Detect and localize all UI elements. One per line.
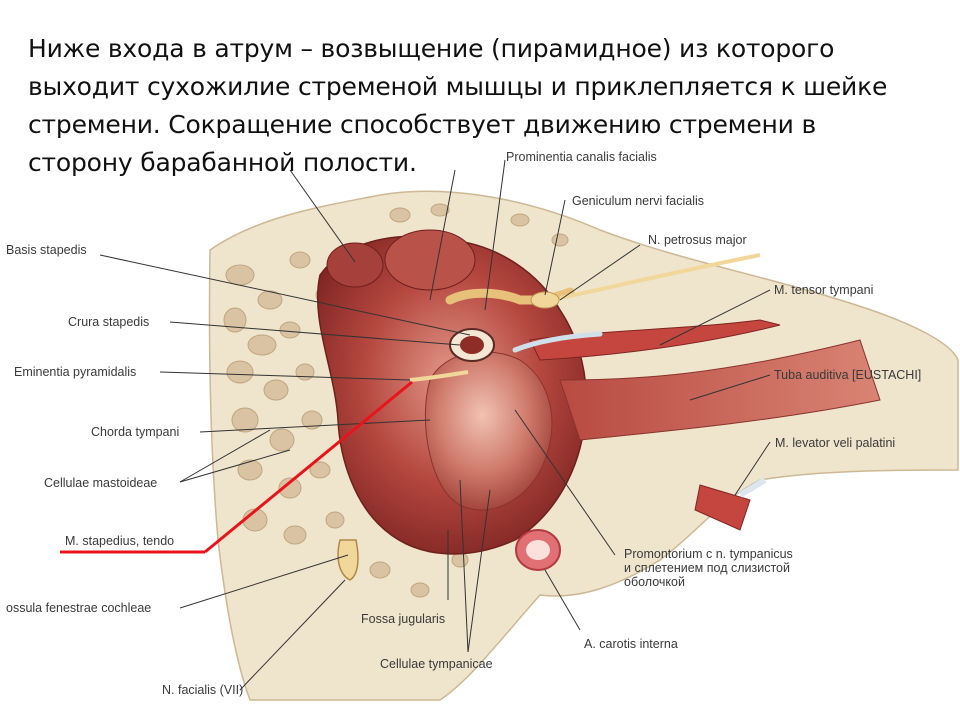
caption-line: сторону барабанной полости. [28, 148, 417, 177]
label-prominentia-canalis-facialis: Prominentia canalis facialis [506, 150, 657, 164]
label-cellulae-mastoideae: Cellulae mastoideae [44, 476, 158, 490]
caption-line: выходит сухожилие стременой мышцы и прик… [28, 72, 888, 101]
label-cellulae-tympanicae: Cellulae tympanicae [380, 657, 493, 671]
epitympanic-recess [326, 242, 384, 288]
label-m-tensor-tympani: M. tensor tympani [774, 283, 874, 297]
caption-line: Ниже входа в атрум – возвыщение (пирамид… [28, 34, 835, 63]
label-crura-stapedis: Crura stapedis [68, 315, 150, 329]
label-a-carotis-interna: A. carotis interna [584, 637, 678, 651]
label-ossula-fenestrae-cochleae: ossula fenestrae cochleae [6, 601, 152, 615]
label-geniculum-nervi-facialis: Geniculum nervi facialis [572, 194, 704, 208]
label-promontorium-line: и сплетением под слизистой [624, 561, 790, 575]
stapedius-tendon [409, 370, 469, 382]
label-n-petrosus-major: N. petrosus major [648, 233, 747, 247]
label-m-stapedius-tendo: M. stapedius, tendo [65, 534, 175, 548]
label-fossa-jugularis: Fossa jugularis [361, 612, 446, 626]
promontory [424, 351, 553, 511]
eustachian-tube [559, 339, 881, 441]
label-promontorium-line: оболочкой [624, 575, 685, 589]
label-promontorium: Promontorium с n. tympanicus и сплетение… [624, 547, 854, 589]
highlight-pointer [204, 380, 413, 554]
label-m-levator-veli-palatini: M. levator veli palatini [775, 436, 896, 450]
tensor-tympani-tendon [512, 331, 603, 353]
levator-veli-palatini [694, 484, 751, 531]
label-promontorium-line: Promontorium с n. tympanicus [624, 547, 793, 561]
facial-canal [445, 287, 575, 305]
leader-lines [99, 159, 771, 691]
round-window-ossicle [337, 539, 359, 581]
label-basis-stapedis: Basis stapedis [6, 243, 87, 257]
label-eminentia-pyramidalis: Eminentia pyramidalis [14, 365, 137, 379]
label-chorda-tympani: Chorda tympani [91, 425, 180, 439]
label-tuba-auditiva: Tuba auditiva [EUSTACHI] [774, 368, 922, 382]
label-n-facialis: N. facialis (VII) [162, 683, 244, 697]
tensor-tympani-muscle [529, 319, 781, 361]
caption-text: Ниже входа в атрум – возвыщение (пирамид… [28, 30, 928, 182]
geniculate-ganglion [530, 291, 560, 309]
petrosus-major-nerve [559, 253, 761, 300]
caption-line: стремени. Сокращение способствует движен… [28, 110, 816, 139]
